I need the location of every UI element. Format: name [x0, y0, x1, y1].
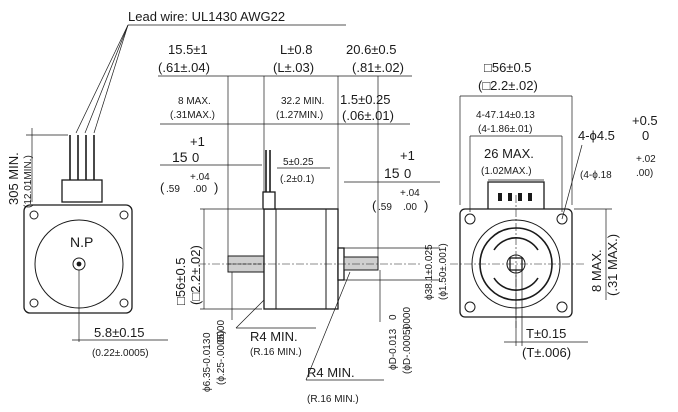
np-label: N.P: [70, 234, 93, 250]
length-305-label: 305 MIN.: [6, 152, 21, 205]
lead-wire-leader: [93, 24, 129, 134]
wire-connector: [61, 179, 103, 203]
dim-5: 5±0.25: [283, 157, 314, 168]
hole-label: 4-ϕ4.5: [578, 128, 615, 143]
right-8max-inch: (.31 MAX.): [605, 234, 620, 296]
flange-hole: [464, 301, 476, 313]
phi635: ϕ6.35-0.013: [202, 338, 213, 392]
mount-hole: [29, 298, 39, 308]
phi635-inch-zero: .0000: [216, 320, 227, 345]
tol-zero-r: 0: [404, 166, 411, 181]
pcd: 4-47.14±0.13: [476, 110, 535, 121]
lead-wire-label: Lead wire: UL1430 AWG22: [128, 9, 285, 24]
dim-26-inch: (1.02MAX.): [481, 166, 532, 177]
dim-15a: 15: [172, 149, 188, 165]
phiD-zero: 0: [388, 314, 399, 320]
r4-min-b-inch: (R.16 MIN.): [307, 394, 359, 405]
phiD-inch-zero: .0000: [402, 307, 413, 332]
offset-58-inch: (0.22±.0005): [92, 348, 149, 359]
flange-hole: [556, 213, 568, 225]
tol-plus1: +1: [190, 134, 205, 149]
dim-8max-inch: (.31MAX.): [170, 110, 215, 121]
lead-wire-leader: [75, 24, 129, 134]
dim-L-inch: (L±.03): [273, 60, 314, 75]
right-sq56-inch: (□2.2±.02): [478, 78, 538, 93]
r4-min-a: R4 MIN.: [250, 329, 298, 344]
hole-inch-plus: +.02: [636, 154, 656, 165]
r4-min-b: R4 MIN.: [307, 365, 355, 380]
lead-wire-leader: [84, 24, 129, 134]
phi635-zero: 0: [202, 332, 213, 338]
mount-hole: [119, 298, 129, 308]
length-305-inch: (12.01MIN.): [23, 155, 34, 208]
offset-58-label: 5.8±0.15: [94, 325, 145, 340]
svg-text:(: (: [372, 198, 377, 213]
dim-206-inch: (.81±.02): [352, 60, 404, 75]
side-sq56-inch: (□2.2±.02): [188, 245, 203, 305]
svg-text:): ): [214, 180, 218, 195]
dim-322: 32.2 MIN.: [281, 96, 324, 107]
shaft-center: [76, 261, 82, 267]
tol-in-zero-r: .00: [403, 202, 417, 213]
dim-T-inch: (T±.006): [522, 345, 571, 360]
dim-59-r: .59: [378, 202, 392, 213]
svg-text:): ): [424, 198, 428, 213]
hole-inch-zero: .00): [636, 168, 653, 179]
side-view: 15.5±1 (.61±.04) L±0.8 (L±.03) 20.6±0.5 …: [158, 42, 449, 405]
flange-hole: [464, 213, 476, 225]
tol-in-plus: +.04: [190, 172, 210, 183]
dim-322-inch: (1.27MIN.): [276, 110, 323, 121]
tol-zero: 0: [192, 150, 199, 165]
hole-tol-plus: +0.5: [632, 113, 658, 128]
front-shaft: [343, 256, 379, 271]
flange-hole: [556, 301, 568, 313]
dim-59: .59: [166, 184, 180, 195]
dim-8max: 8 MAX.: [178, 96, 211, 107]
hole-tol-zero: 0: [642, 128, 649, 143]
right-view: □56±0.5 (□2.2±.02) 4-47.14±0.13 (4-1.86±…: [450, 60, 658, 360]
hole-inch: (4-ϕ.18: [580, 170, 612, 181]
right-8max: 8 MAX.: [589, 249, 604, 292]
dim-155-inch: (.61±.04): [158, 60, 210, 75]
phi381: ϕ38.1±0.025: [424, 244, 435, 300]
tol-plus1-r: +1: [400, 148, 415, 163]
phiD-inch: (ϕD-.0005): [402, 326, 413, 374]
left-view: N.P 305 MIN. (12.01MIN.) 5.8±0.15 (0.22±…: [6, 128, 168, 359]
dim-26: 26 MAX.: [484, 146, 534, 161]
right-sq56: □56±0.5: [484, 60, 532, 75]
motor-face-left: [23, 204, 133, 314]
dim-206: 20.6±0.5: [346, 42, 397, 57]
mount-hole: [119, 210, 129, 220]
phi635-inch: (ϕ.25-.0005): [216, 330, 227, 385]
motor-body: [263, 208, 339, 310]
side-sq56: □56±0.5: [173, 257, 188, 305]
dim-15-inch: (.06±.01): [342, 108, 394, 123]
r4-min-a-inch: (R.16 MIN.): [250, 347, 302, 358]
phi381-inch: (ϕ1.50±.001): [438, 243, 449, 300]
dim-155: 15.5±1: [168, 42, 208, 57]
tol-in-plus-r: +.04: [400, 188, 420, 199]
dim-15: 1.5±0.25: [340, 92, 391, 107]
dim-5-inch: (.2±0.1): [280, 174, 314, 185]
phiD: ϕD-0.013: [388, 328, 399, 370]
dim-L: L±0.8: [280, 42, 312, 57]
tol-in-zero: .00: [193, 184, 207, 195]
pcd-inch: (4-1.86±.01): [478, 124, 532, 135]
mount-hole: [29, 210, 39, 220]
dim-T: T±0.15: [526, 326, 566, 341]
svg-text:(: (: [160, 180, 165, 195]
dim-15a-r: 15: [384, 165, 400, 181]
